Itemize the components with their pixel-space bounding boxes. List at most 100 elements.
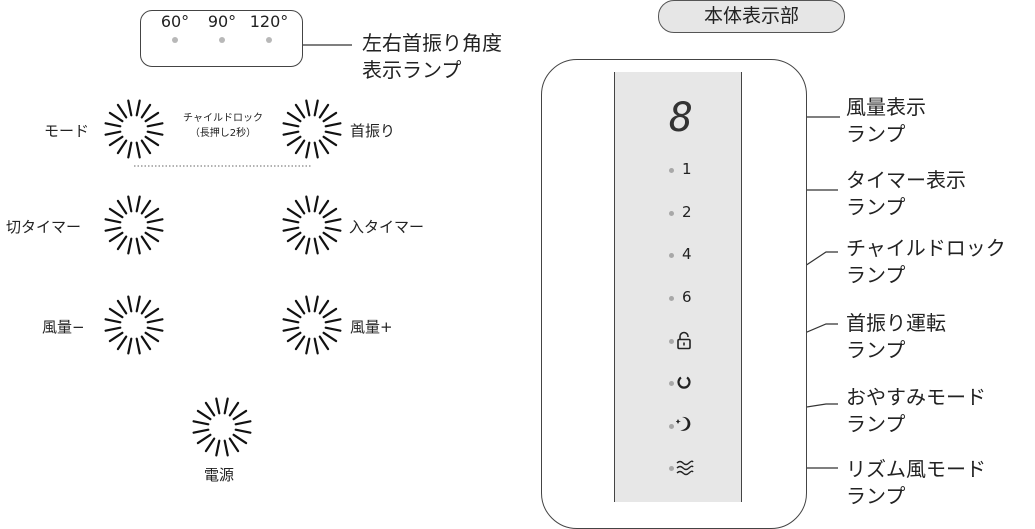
burst-ray [232,409,248,421]
burst-ray [135,99,141,117]
burst-ray [127,337,133,355]
burst-ray [146,318,164,324]
off-timer-button-icon[interactable] [102,193,166,257]
burst-ray [294,335,306,351]
burst-ray [215,439,221,457]
burst-ray [135,141,141,159]
wind-down-button-icon[interactable] [102,293,166,357]
burst-ray [144,307,160,319]
timer-lamp-callout-line1: タイマー表示 [846,168,966,192]
burst-ray [104,326,122,332]
burst-ray [127,99,133,117]
burst-ray [108,231,124,243]
timer-lamp-callout: タイマー表示 ランプ [846,167,966,221]
burst-ray [146,130,164,136]
burst-ray [322,135,338,147]
burst-ray [127,295,133,313]
burst-ray [318,103,330,119]
child-lock-lamp-callout-line2: ランプ [846,263,906,287]
burst-ray [318,335,330,351]
burst-ray [104,226,122,232]
wind-up-button-label: 風量+ [350,318,393,336]
burst-ray [116,103,128,119]
wind-lamp-callout-line2: ランプ [846,122,906,146]
burst-ray [108,307,124,319]
burst-ray [140,139,152,155]
mode-button-icon[interactable] [102,97,166,161]
burst-ray [313,99,319,117]
burst-ray [322,231,338,243]
burst-ray [282,226,300,232]
burst-ray [140,335,152,351]
burst-ray [322,331,338,343]
burst-ray [140,199,152,215]
swing-lamp [669,381,674,386]
timer-6-label: 6 [682,288,692,306]
burst-ray [286,307,302,319]
angle-lamp-callout: 左右首振り角度 表示ランプ [362,30,502,84]
burst-ray [313,195,319,213]
burst-ray [104,318,122,324]
moon-icon [676,416,691,431]
child-lock-note-line2: （長押し2秒） [189,128,257,139]
angle-90-label: 90° [207,12,237,31]
rotate-icon [677,376,691,389]
angle-60-label: 60° [160,12,190,31]
child-lock-note-line1: チャイルドロック [183,113,263,124]
burst-ray [282,326,300,332]
burst-ray [322,307,338,319]
burst-ray [286,135,302,147]
burst-ray [305,237,311,255]
burst-ray [324,130,342,136]
timer-1-lamp [669,168,674,173]
burst-ray [140,235,152,251]
sleep-lamp-callout: おやすみモード ランプ [846,384,986,438]
wind-up-button-icon[interactable] [280,293,344,357]
body-display-title: 本体表示部 [658,0,845,33]
burst-ray [305,99,311,117]
burst-ray [146,218,164,224]
sleep-lamp-callout-line1: おやすみモード [846,385,986,409]
on-timer-button-icon[interactable] [280,193,344,257]
burst-ray [104,130,122,136]
child-lock-lamp-callout: チャイルドロック ランプ [846,235,1006,289]
power-button-icon[interactable] [190,395,254,459]
burst-ray [305,295,311,313]
power-button-label: 電源 [204,466,235,484]
burst-ray [104,122,122,128]
burst-ray [318,199,330,215]
burst-ray [322,207,338,219]
burst-ray [215,397,221,415]
burst-ray [192,420,210,426]
display-strip [614,72,742,502]
child-lock-lamp-callout-line1: チャイルドロック [846,236,1006,260]
burst-ray [324,326,342,332]
timer-6-lamp [669,296,674,301]
burst-ray [234,428,252,434]
burst-ray [282,130,300,136]
burst-ray [144,111,160,123]
wind-down-button-label: 風量− [42,318,85,336]
burst-ray [204,401,216,417]
angle-lamp-callout-line1: 左右首振り角度 [362,31,502,55]
burst-ray [234,420,252,426]
burst-ray [108,207,124,219]
burst-ray [135,295,141,313]
burst-ray [116,199,128,215]
swing-lamp-callout-line2: ランプ [846,338,906,362]
on-timer-button-label: 入タイマー [349,218,425,236]
burst-ray [313,337,319,355]
swing-button-icon[interactable] [280,97,344,161]
burst-ray [324,318,342,324]
swing-lamp-callout-line1: 首振り運転 [846,311,946,335]
angle-lamp-callout-line2: 表示ランプ [362,58,462,82]
burst-ray [313,141,319,159]
burst-ray [108,331,124,343]
burst-ray [294,139,306,155]
burst-ray [324,218,342,224]
burst-ray [192,428,210,434]
burst-ray [116,335,128,351]
burst-ray [228,401,240,417]
burst-ray [294,299,306,315]
sleep-lamp-callout-line2: ランプ [846,412,906,436]
